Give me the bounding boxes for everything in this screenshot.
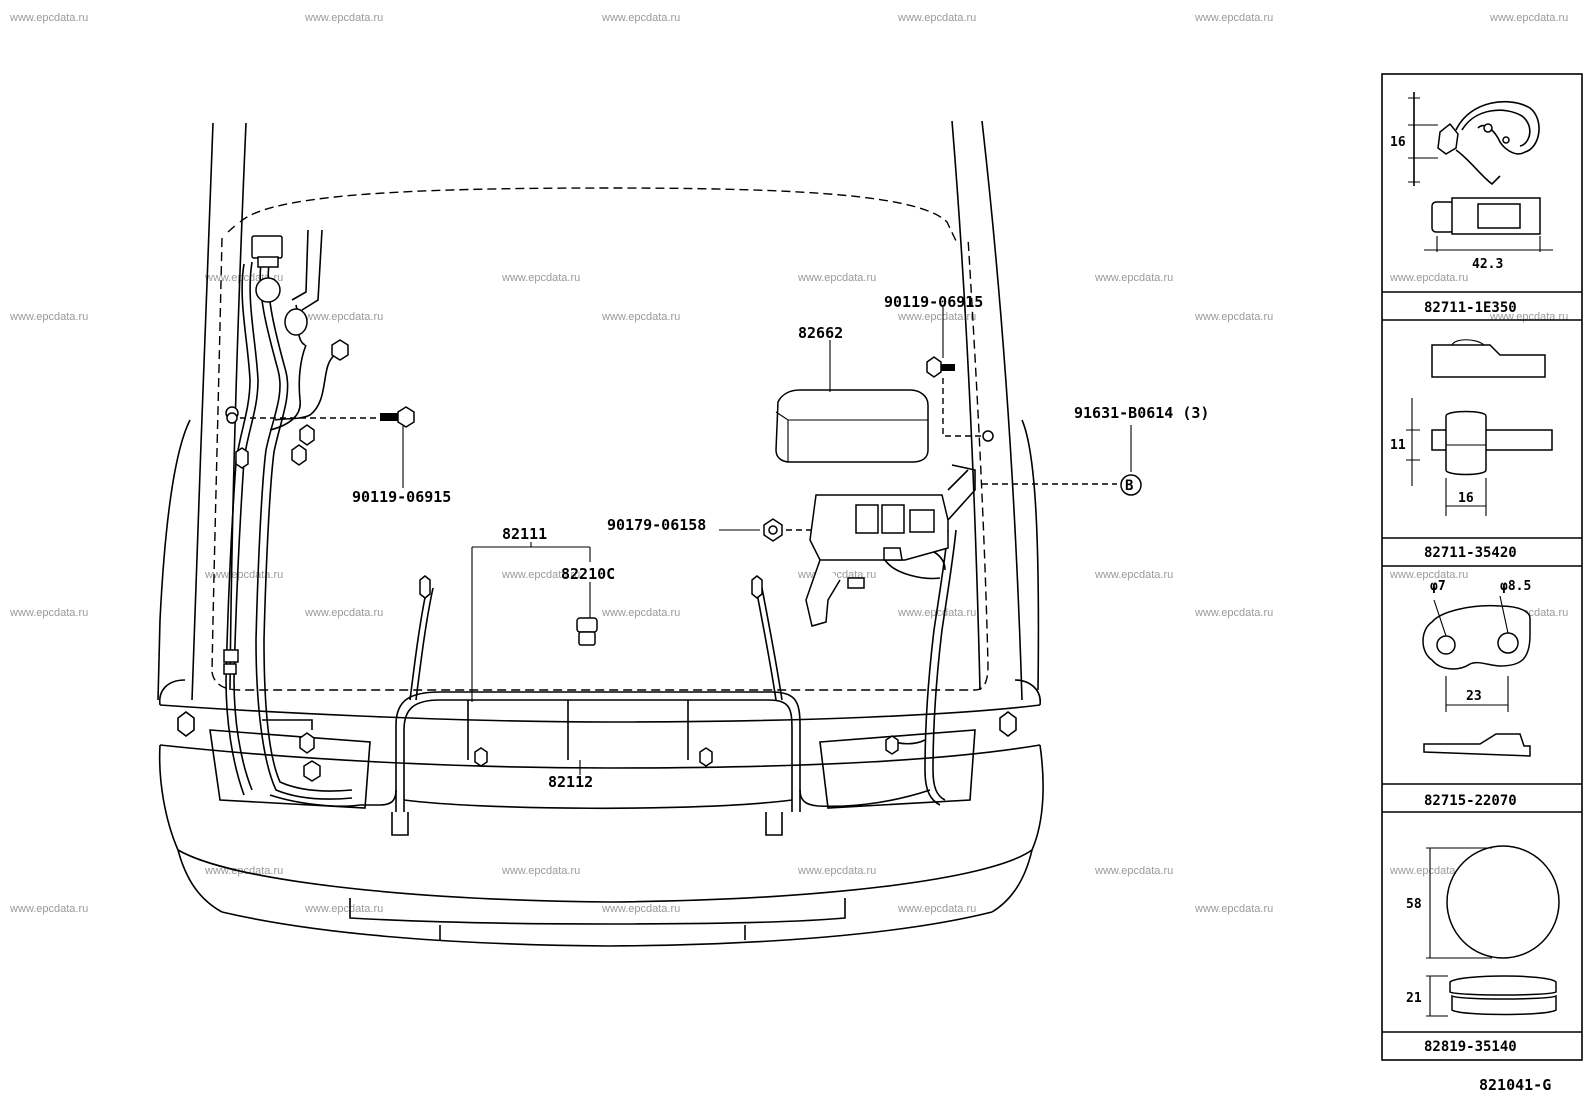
watermark: www.epcdata.ru <box>1194 311 1273 323</box>
watermark: www.epcdata.ru <box>9 12 88 24</box>
watermark: www.epcdata.ru <box>1094 569 1173 581</box>
watermark: www.epcdata.ru <box>1389 865 1468 877</box>
dim-21: 21 <box>1406 991 1422 1006</box>
watermark: www.epcdata.ru <box>1194 903 1273 915</box>
dim-phi8-5: φ8.5 <box>1500 579 1531 594</box>
watermark: www.epcdata.ru <box>9 903 88 915</box>
callout-bolt-left[interactable]: 90119-06915 <box>352 488 451 506</box>
relay-box-cover <box>775 389 929 463</box>
part-no-82715-22070[interactable]: 82715-22070 <box>1424 793 1517 809</box>
watermark: www.epcdata.ru <box>501 569 580 581</box>
watermark: www.epcdata.ru <box>601 12 680 24</box>
watermark: www.epcdata.ru <box>897 311 976 323</box>
watermark: www.epcdata.ru <box>1094 272 1173 284</box>
part-no-82711-35420[interactable]: 82711-35420 <box>1424 545 1517 561</box>
watermark: www.epcdata.ru <box>304 311 383 323</box>
panel-82715-22070: φ7 φ8.5 23 82715-22070 <box>1422 579 1531 809</box>
watermark: www.epcdata.ru <box>204 569 283 581</box>
watermark: www.epcdata.ru <box>501 272 580 284</box>
callout-clamp-b[interactable]: 91631-B0614 (3) <box>1074 404 1209 422</box>
ref-b-label: B <box>1125 478 1133 494</box>
callout-nut-90179[interactable]: 90179-06158 <box>607 516 706 534</box>
relay-box-base <box>805 464 976 627</box>
panel-82819-35140: 58 21 82819-35140 <box>1406 845 1560 1055</box>
watermark: www.epcdata.ru <box>9 311 88 323</box>
nut-90179 <box>763 518 783 542</box>
wire-harness-right <box>269 529 957 808</box>
callout-harness-82112[interactable]: 82112 <box>548 773 593 791</box>
watermark: www.epcdata.ru <box>1489 12 1568 24</box>
part-no-82711-1e350[interactable]: 82711-1E350 <box>1424 300 1517 316</box>
watermark: www.epcdata.ru <box>1094 865 1173 877</box>
watermark: www.epcdata.ru <box>897 12 976 24</box>
callout-harness-main[interactable]: 82111 <box>502 525 547 543</box>
callout-relay-box-cover[interactable]: 82662 <box>798 324 843 342</box>
dim-16b: 16 <box>1458 491 1474 506</box>
watermark: www.epcdata.ru <box>1194 607 1273 619</box>
dim-23: 23 <box>1466 689 1482 704</box>
callout-clip-82210c[interactable]: 82210C <box>561 565 615 583</box>
watermark: www.epcdata.ru <box>1389 569 1468 581</box>
watermark: www.epcdata.ru <box>304 607 383 619</box>
watermark: www.epcdata.ru <box>1389 272 1468 284</box>
dim-58: 58 <box>1406 897 1422 912</box>
bolt-90119-right <box>926 356 994 442</box>
watermark: www.epcdata.ru <box>601 607 680 619</box>
watermark: www.epcdata.ru <box>797 865 876 877</box>
panel-82711-1e350: 16 42.3 82711-1E350 <box>1390 92 1553 316</box>
callouts: 90119-06915 82662 91631-B0614 (3) B 9011… <box>352 293 1209 791</box>
watermark: www.epcdata.ru <box>304 903 383 915</box>
watermark: www.epcdata.ru <box>601 903 680 915</box>
part-no-82819-35140[interactable]: 82819-35140 <box>1424 1039 1517 1055</box>
bolt-90119-left <box>226 406 415 428</box>
dim-16: 16 <box>1390 135 1406 150</box>
watermark: www.epcdata.ru <box>1194 12 1273 24</box>
dim-42-3: 42.3 <box>1472 257 1503 272</box>
dim-11: 11 <box>1390 438 1406 453</box>
clip-82210c <box>576 617 598 646</box>
leader-lines <box>240 307 1132 775</box>
watermark: www.epcdata.ru <box>897 903 976 915</box>
dim-phi7: φ7 <box>1430 579 1446 594</box>
watermark: www.epcdata.ru <box>601 311 680 323</box>
watermark: www.epcdata.ru <box>304 12 383 24</box>
watermark: www.epcdata.ru <box>501 865 580 877</box>
watermark: www.epcdata.ru <box>797 272 876 284</box>
panel-82711-35420: 11 16 82711-35420 <box>1390 339 1553 561</box>
figure-code: 821041-G <box>1479 1076 1551 1094</box>
callout-bolt-upper-right[interactable]: 90119-06915 <box>884 293 983 311</box>
watermark: www.epcdata.ru <box>204 865 283 877</box>
ref-b-circle <box>1120 474 1142 496</box>
watermark-layer: www.epcdata.ru www.epcdata.ru www.epcdat… <box>9 12 1568 915</box>
watermark: www.epcdata.ru <box>9 607 88 619</box>
side-panels: 16 42.3 82711-1E350 11 <box>1381 73 1583 1061</box>
